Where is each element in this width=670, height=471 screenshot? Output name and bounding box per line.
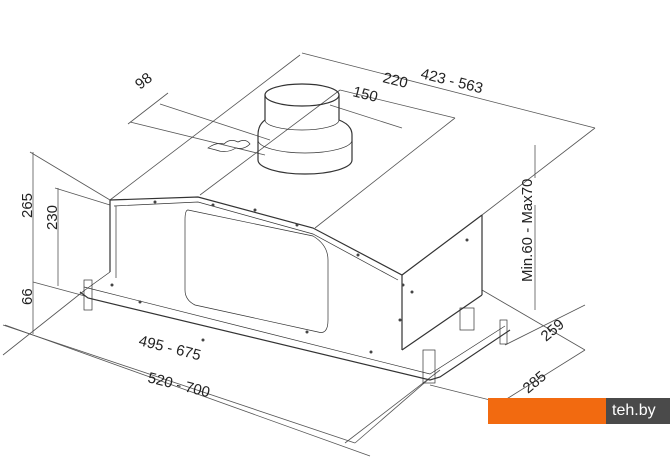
dim-depth-inner: 259: [538, 316, 568, 345]
bracket-left: [83, 279, 93, 311]
filter-panel: [184, 209, 329, 333]
watermark-logo: teh.by: [488, 398, 670, 424]
logo-accent: [488, 398, 606, 424]
bracket-right: [499, 319, 508, 345]
exhaust-duct: [207, 83, 353, 175]
logo-text: teh.by: [606, 398, 670, 424]
dim-duct-offset: 98: [132, 69, 156, 93]
dim-width-outer: 520 - 700: [146, 369, 212, 401]
dim-duct-depth: 220: [381, 69, 409, 92]
hood-body: [79, 196, 511, 384]
dimension-lines: [2, 52, 596, 457]
clip: [459, 307, 475, 331]
screw-holes: [110, 200, 469, 354]
dim-height-body: 230: [44, 205, 61, 230]
dim-height-total: 265: [19, 193, 36, 218]
dim-adjust-range: Min.60 - Max70: [519, 179, 536, 282]
dim-height-frame: 66: [19, 288, 36, 305]
dim-width-top: 423 - 563: [419, 65, 485, 97]
dim-duct-diameter: 150: [351, 83, 379, 106]
bracket-front: [422, 349, 436, 384]
damper-clip: [207, 140, 251, 152]
dim-depth-outer: 285: [520, 368, 550, 397]
dim-width-inner: 495 - 675: [137, 332, 203, 364]
